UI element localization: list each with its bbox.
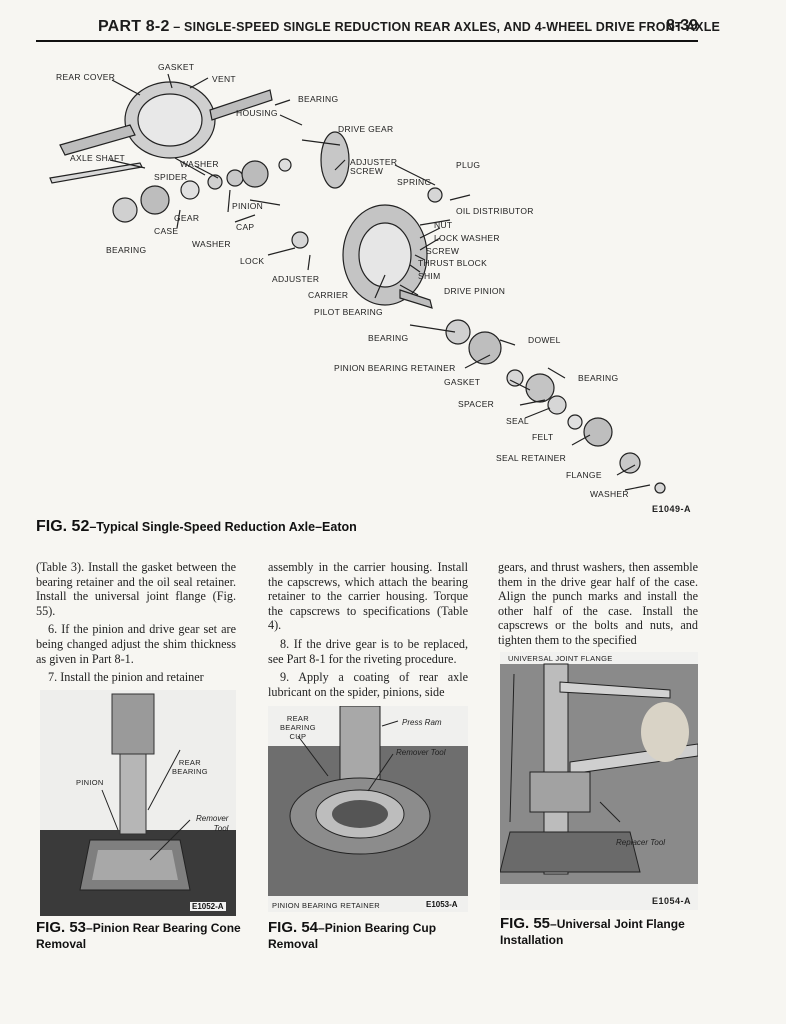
label-axle-shaft: AXLE SHAFT xyxy=(70,153,125,163)
label-spacer: SPACER xyxy=(458,399,495,409)
fig53-pinion-label: PINION xyxy=(76,778,104,787)
label-drive-pinion: DRIVE PINION xyxy=(444,286,506,296)
figure-53-number: FIG. 53 xyxy=(36,919,87,936)
label-pilot-bearing: PILOT BEARING xyxy=(314,307,383,317)
label-rear-cover: REAR COVER xyxy=(56,72,116,82)
label-bearing-top: BEARING xyxy=(298,94,339,104)
label-thrust-block: THRUST BLOCK xyxy=(418,258,488,268)
label-lock-washer: LOCK WASHER xyxy=(434,233,500,243)
label-housing: HOUSING xyxy=(236,108,278,118)
label-lock: LOCK xyxy=(240,256,265,266)
figure-52-caption: FIG. 52–Typical Single-Speed Reduction A… xyxy=(36,518,357,536)
fig53-code: E1052-A xyxy=(190,902,226,911)
pinion-cup-removal-photo xyxy=(268,706,468,912)
fig54-retainer-label: PINION BEARING RETAINER xyxy=(272,901,381,910)
label-gasket: GASKET xyxy=(158,62,195,72)
figure-52-number: FIG. 52 xyxy=(36,518,90,535)
figure-53-title: –Pinion Rear Bearing Cone Removal xyxy=(36,921,241,951)
label-cap: CAP xyxy=(236,222,255,232)
label-washer: WASHER xyxy=(180,159,219,169)
label-case: CASE xyxy=(154,226,179,236)
figure-55-number: FIG. 55 xyxy=(500,915,551,932)
fig54-press-ram-label: Press Ram xyxy=(402,718,442,727)
figure-54-photo: REAR BEARING CUP Press Ram Remover Tool … xyxy=(268,706,468,912)
label-gear: GEAR xyxy=(174,213,200,223)
label-felt: FELT xyxy=(532,432,554,442)
label-drive-gear: DRIVE GEAR xyxy=(338,124,394,134)
label-vent: VENT xyxy=(212,74,236,84)
header-title: PART 8-2 – SINGLE-SPEED SINGLE REDUCTION… xyxy=(98,18,720,36)
header-rule xyxy=(36,40,698,42)
label-oil-distributor: OIL DISTRIBUTOR xyxy=(456,206,534,216)
text-column-2: assembly in the carrier housing. Install… xyxy=(268,560,468,703)
exploded-axle-diagram xyxy=(49,73,666,494)
label-flange: FLANGE xyxy=(566,470,602,480)
label-dowel: DOWEL xyxy=(528,335,561,345)
label-spring: SPRING xyxy=(397,177,432,187)
label-shim: SHIM xyxy=(418,271,441,281)
label-plug: PLUG xyxy=(456,160,481,170)
col1-para: 7. Install the pinion and retainer xyxy=(48,670,204,685)
figure-54-title: –Pinion Bearing Cup Removal xyxy=(268,921,437,951)
col3-para: gears, and thrust washers, then assemble… xyxy=(498,560,698,647)
text-column-3: gears, and thrust washers, then assemble… xyxy=(498,560,698,652)
figure-53-photo: REAR BEARING PINION Remover Tool E1052-A xyxy=(40,690,236,916)
label-pinion: PINION xyxy=(232,201,264,211)
page-header: PART 8-2 – SINGLE-SPEED SINGLE REDUCTION… xyxy=(86,12,720,38)
col1-para: (Table 3). Install the gasket between th… xyxy=(36,560,236,618)
label-gasket-lower: GASKET xyxy=(444,377,481,387)
fig54-remover-tool-label: Remover Tool xyxy=(396,748,446,757)
header-part: PART 8-2 xyxy=(98,18,170,35)
col2-para: assembly in the carrier housing. Install… xyxy=(268,560,468,633)
page-number: 8-39 xyxy=(665,17,698,34)
label-adjuster-screw: ADJUSTER SCREW xyxy=(350,157,398,176)
pinion-cone-removal-photo xyxy=(40,690,236,916)
label-spider: SPIDER xyxy=(154,172,188,182)
col2-para: 9. Apply a coating of rear axle lubrican… xyxy=(268,670,468,699)
label-screw: SCREW xyxy=(426,246,460,256)
figure-55-title: –Universal Joint Flange Installation xyxy=(500,917,685,947)
figure-52: REAR COVER GASKET VENT BEARING HOUSING D… xyxy=(40,50,700,520)
figure-55-caption: FIG. 55–Universal Joint Flange Installat… xyxy=(500,916,710,948)
label-bearing-mid: BEARING xyxy=(368,333,409,343)
flange-installation-photo xyxy=(500,652,698,910)
label-bearing-right: BEARING xyxy=(578,373,619,383)
figure-54-number: FIG. 54 xyxy=(268,919,319,936)
label-seal: SEAL xyxy=(506,416,529,426)
figure-52-title: –Typical Single-Speed Reduction Axle–Eat… xyxy=(89,520,357,534)
figure-52-code: E1049-A xyxy=(652,504,692,514)
text-column-1: (Table 3). Install the gasket between th… xyxy=(36,560,236,689)
label-carrier: CARRIER xyxy=(308,290,349,300)
col2-para: 8. If the drive gear is to be replaced, … xyxy=(268,636,468,666)
label-pinion-bearing-retainer: PINION BEARING RETAINER xyxy=(334,363,456,373)
label-adjuster: ADJUSTER xyxy=(272,274,320,284)
figure-55-photo: UNIVERSAL JOINT FLANGE Replacer Tool E10… xyxy=(500,652,698,910)
fig54-code: E1053-A xyxy=(424,900,460,909)
label-washer-bottom: WASHER xyxy=(590,489,629,499)
label-bearing-left: BEARING xyxy=(106,245,147,255)
fig54-cup-label: REAR BEARING CUP xyxy=(280,714,316,741)
fig53-tool-label: Remover Tool xyxy=(196,814,229,833)
fig55-flange-label: UNIVERSAL JOINT FLANGE xyxy=(508,654,613,663)
header-title-text: – SINGLE-SPEED SINGLE REDUCTION REAR AXL… xyxy=(169,20,721,34)
col1-para: 6. If the pinion and drive gear set are … xyxy=(36,622,236,666)
fig53-rear-bearing-label: REAR BEARING xyxy=(172,758,208,776)
fig55-tool-label: Replacer Tool xyxy=(616,838,666,847)
label-nut: NUT xyxy=(434,220,453,230)
label-washer-lower: WASHER xyxy=(192,239,231,249)
fig55-code: E1054-A xyxy=(652,896,692,906)
figure-53-caption: FIG. 53–Pinion Rear Bearing Cone Removal xyxy=(36,920,246,952)
figure-54-caption: FIG. 54–Pinion Bearing Cup Removal xyxy=(268,920,478,952)
label-seal-retainer: SEAL RETAINER xyxy=(496,453,567,463)
